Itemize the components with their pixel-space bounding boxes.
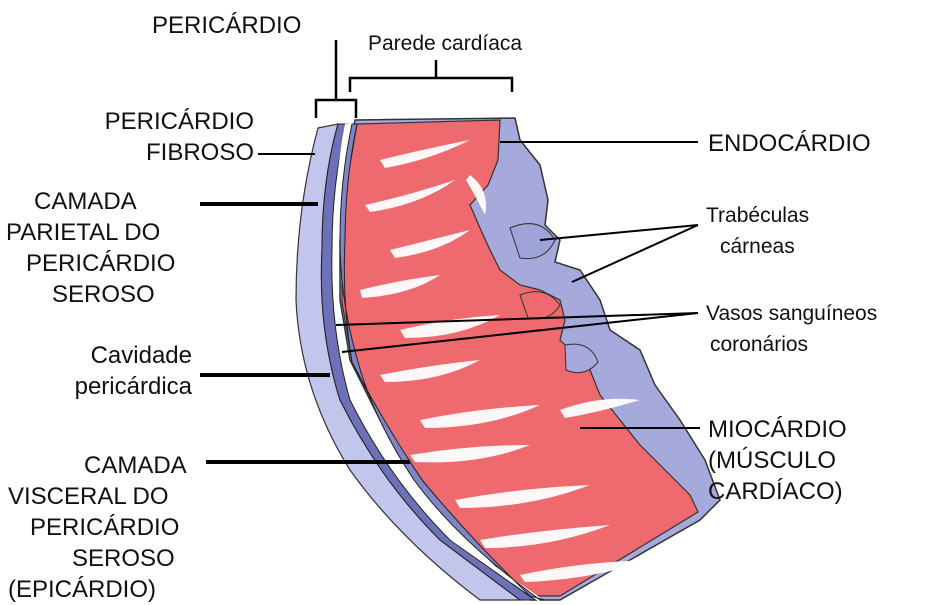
trabeculas-label: Trabéculas cárneas [706,200,809,262]
endocardio-label: ENDOCÁRDIO [708,128,871,159]
pericardio-fibroso-label: PERICÁRDIO FIBROSO [40,106,254,168]
pericardio-label: PERICÁRDIO [152,10,301,41]
parede-bracket [350,60,512,92]
camada-visceral-label: CAMADA VISCERAL DO PERICÁRDIO SEROSO (EP… [8,450,187,605]
cavidade-label: Cavidade pericárdica [30,340,192,402]
parede-cardiaca-label: Parede cardíaca [368,28,522,59]
vasos-label: Vasos sanguíneos coronários [706,298,877,360]
miocardio-label: MIOCÁRDIO (MÚSCULO CARDÍACO) [708,414,847,507]
camada-parietal-label: CAMADA PARIETAL DO PERICÁRDIO SEROSO [6,186,175,310]
